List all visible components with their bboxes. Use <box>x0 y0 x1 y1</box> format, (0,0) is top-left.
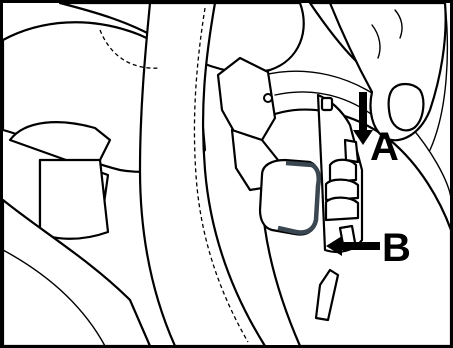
adjuster-lever-3 <box>326 198 358 220</box>
adjuster-tab-upper <box>345 140 358 162</box>
adjuster-slot-top <box>322 98 332 110</box>
callout-label-b: B <box>382 226 411 270</box>
fingernail <box>389 84 424 130</box>
strap-loop <box>260 160 319 235</box>
chest-clip-button <box>264 94 272 102</box>
buckle-tongue-body <box>40 160 108 239</box>
callout-label-a: A <box>370 125 399 169</box>
